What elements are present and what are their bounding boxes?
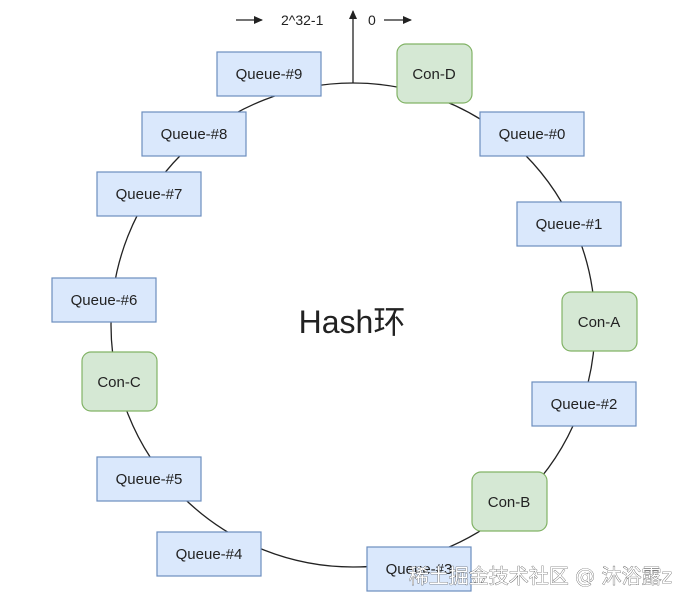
- svg-text:Queue-#8: Queue-#8: [161, 126, 228, 143]
- svg-text:Queue-#6: Queue-#6: [71, 292, 138, 309]
- node-queue-8: Queue-#8: [141, 111, 247, 157]
- node-queue-4: Queue-#4: [156, 531, 262, 577]
- svg-text:Queue-#2: Queue-#2: [551, 396, 618, 413]
- svg-text:Queue-#7: Queue-#7: [116, 186, 183, 203]
- node-queue-9: Queue-#9: [216, 51, 322, 97]
- node-con-b: Con-B: [471, 471, 548, 532]
- svg-text:Con-D: Con-D: [412, 66, 456, 83]
- svg-text:Con-C: Con-C: [97, 374, 141, 391]
- svg-text:Queue-#4: Queue-#4: [176, 546, 243, 563]
- svg-text:Con-A: Con-A: [578, 314, 621, 331]
- svg-text:Queue-#1: Queue-#1: [536, 216, 603, 233]
- node-queue-5: Queue-#5: [96, 456, 202, 502]
- node-con-c: Con-C: [81, 351, 158, 412]
- hash-ring-title: Hash环: [299, 304, 406, 340]
- watermark: 稀土掘金技术社区 @ 沐浴露z: [409, 564, 672, 588]
- svg-text:Con-B: Con-B: [488, 494, 531, 511]
- node-queue-3: Queue-#3: [366, 546, 472, 592]
- svg-text:Queue-#0: Queue-#0: [499, 126, 566, 143]
- svg-text:Queue-#3: Queue-#3: [386, 561, 453, 578]
- node-queue-0: Queue-#0: [479, 111, 585, 157]
- wrap-zero-label: 0: [368, 12, 376, 28]
- svg-text:Queue-#9: Queue-#9: [236, 66, 303, 83]
- wrap-max-label: 2^32-1: [281, 12, 324, 28]
- node-con-a: Con-A: [561, 291, 638, 352]
- node-queue-6: Queue-#6: [51, 277, 157, 323]
- node-queue-2: Queue-#2: [531, 381, 637, 427]
- node-queue-1: Queue-#1: [516, 201, 622, 247]
- node-queue-7: Queue-#7: [96, 171, 202, 217]
- node-con-d: Con-D: [396, 43, 473, 104]
- svg-text:Queue-#5: Queue-#5: [116, 471, 183, 488]
